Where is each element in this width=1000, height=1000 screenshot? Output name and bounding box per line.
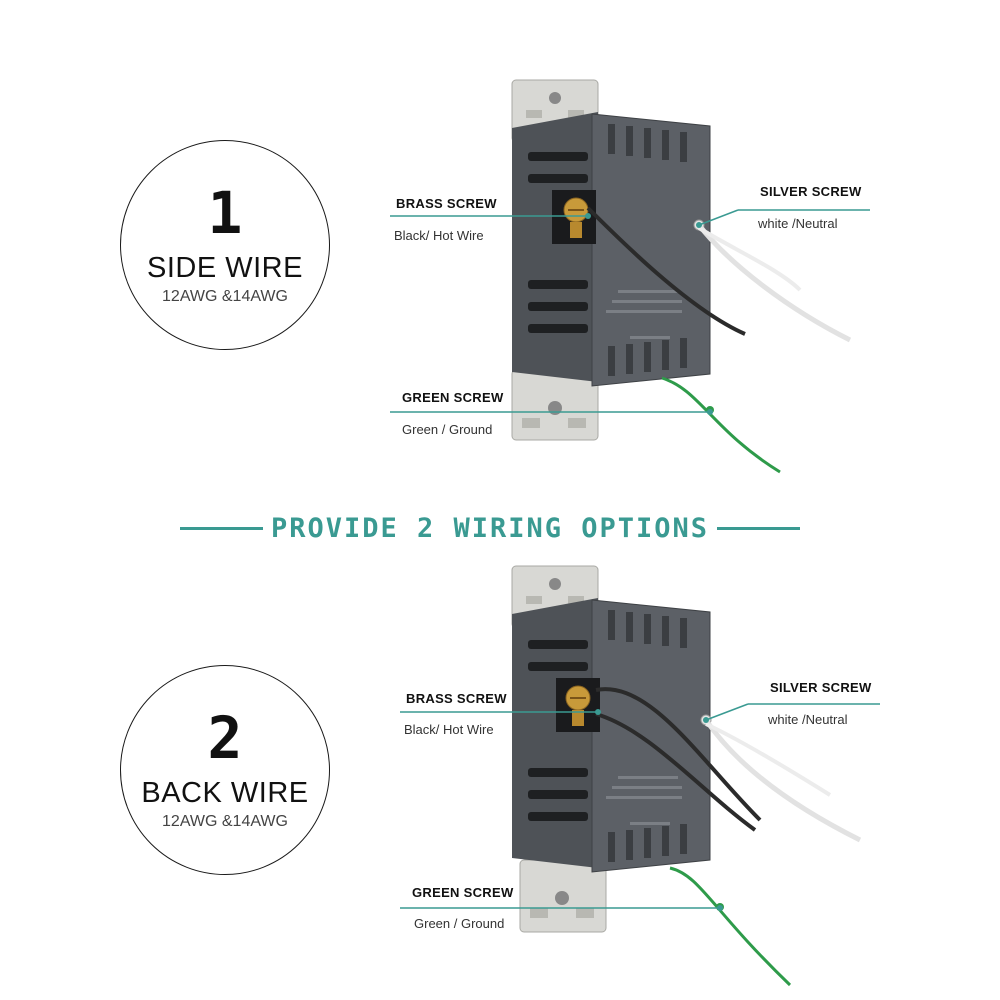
wire-gauge: 12AWG &14AWG <box>162 287 288 305</box>
hot-wire <box>586 206 746 336</box>
option-panel-side-wire: 1 SIDE WIRE 12AWG &14AWG <box>0 40 1000 510</box>
option-title: SIDE WIRE <box>147 252 303 285</box>
silver-screw-label: SILVER SCREW <box>770 680 872 695</box>
option-title: BACK WIRE <box>141 777 309 810</box>
green-screw-label: GREEN SCREW <box>412 885 514 900</box>
silver-screw-label: SILVER SCREW <box>760 184 862 199</box>
green-screw-desc: Green / Ground <box>414 916 505 931</box>
wiring-options-banner: PROVIDE 2 WIRING OPTIONS <box>180 508 801 548</box>
banner-title: PROVIDE 2 WIRING OPTIONS <box>270 512 710 544</box>
receptacle-illustration <box>400 565 880 987</box>
option-number: 1 <box>207 179 243 248</box>
wire-gauge: 12AWG &14AWG <box>162 812 288 830</box>
receptacle-body <box>591 599 711 873</box>
ground-wire <box>669 866 792 987</box>
hot-wire <box>595 687 762 822</box>
receptacle-body <box>591 113 711 387</box>
option-badge: 1 SIDE WIRE 12AWG &14AWG <box>120 140 330 350</box>
silver-screw-desc: white /Neutral <box>768 712 848 727</box>
banner-rule-left <box>180 526 263 530</box>
option-number: 2 <box>207 704 243 773</box>
silver-screw-desc: white /Neutral <box>758 216 838 231</box>
neutral-wire <box>697 223 852 343</box>
brass-screw-desc: Black/ Hot Wire <box>394 228 484 243</box>
receptacle-illustration <box>390 79 870 474</box>
neutral-wire <box>703 718 862 843</box>
option-panel-back-wire: 2 BACK WIRE 12AWG &14AWG <box>0 530 1000 1000</box>
silver-callout-line <box>698 209 739 226</box>
brass-screw-label: BRASS SCREW <box>406 691 507 706</box>
silver-callout-line <box>705 703 749 721</box>
banner-rule-right <box>717 526 801 530</box>
option-badge: 2 BACK WIRE 12AWG &14AWG <box>120 665 330 875</box>
green-screw-desc: Green / Ground <box>402 422 493 437</box>
brass-screw-desc: Black/ Hot Wire <box>404 722 494 737</box>
ground-wire <box>661 376 781 474</box>
brass-screw-label: BRASS SCREW <box>396 196 497 211</box>
green-screw-label: GREEN SCREW <box>402 390 504 405</box>
